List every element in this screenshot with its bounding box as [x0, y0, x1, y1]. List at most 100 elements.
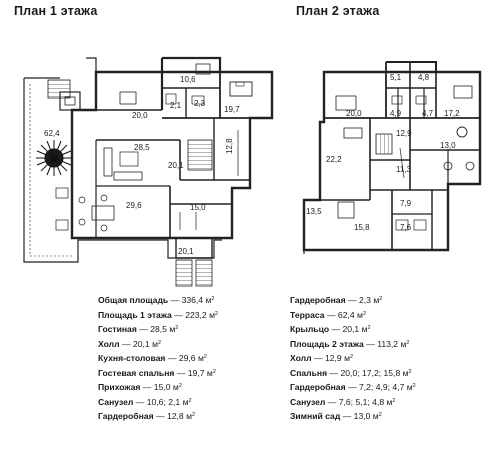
f1-room-label: 2,3 [194, 99, 206, 108]
spec-label: Общая площадь [98, 295, 169, 305]
spec-row: Зимний сад — 13,0 м2 [290, 411, 382, 421]
floor1-title: План 1 этажа [14, 4, 98, 18]
spec-value: 13,0 м [353, 411, 379, 421]
spec-value: 7,2; 4,9; 4,7 м [358, 382, 413, 392]
terrace-plant-icon [36, 140, 72, 176]
f2-room-label: 4,7 [422, 109, 434, 118]
spec-value: 336,4 м [181, 295, 212, 305]
spec-label: Зимний сад [290, 411, 341, 421]
spec-unit: 2 [362, 310, 367, 317]
floor1-room-labels: 10,6 2,1 2,3 20,0 19,7 62,4 28,5 20,1 12… [44, 75, 240, 256]
spec-value: 113,2 м [377, 338, 407, 349]
f2-room-label: 5,1 [390, 73, 402, 82]
spec-unit: 2 [175, 325, 179, 331]
floor1-specs: Общая площадь — 336,4 м2 Площадь 1 этажа… [98, 293, 258, 424]
f2-room-label: 22,2 [326, 155, 342, 164]
spec-row: Гардеробная — 7,2; 4,9; 4,7 м2 [290, 382, 416, 392]
spec-row: Холл — 20,1 м2 [98, 338, 162, 349]
floor1-plan [23, 56, 274, 287]
spec-row: Крыльцо — 20,1 м2 [290, 324, 371, 334]
spec-unit: 2 [412, 383, 416, 389]
f2-room-label: 11,3 [396, 165, 412, 174]
spec-value: 28,5 м [150, 324, 176, 334]
f1-room-label: 20,0 [132, 111, 148, 120]
spec-row: Гостиная — 28,5 м2 [98, 324, 179, 334]
floor2-plan [302, 61, 482, 254]
f2-room-label: 20,0 [346, 109, 362, 118]
spec-row: Гостевая спальня — 19,7 м2 [98, 367, 216, 378]
f2-room-label: 13,5 [306, 207, 322, 216]
f2-room-label: 15,8 [354, 223, 370, 232]
spec-label: Санузел [98, 396, 134, 407]
spec-unit: 2 [203, 354, 207, 360]
f2-room-label: 13,0 [440, 141, 456, 150]
spec-value: 223,2 м [185, 309, 215, 320]
spec-label: Гостиная [98, 324, 137, 334]
spec-unit: 2 [367, 325, 371, 331]
f1-room-label: 20,1 [178, 247, 194, 256]
f1-room-label: 12,8 [225, 138, 234, 154]
spec-label: Спальня [290, 367, 328, 378]
spec-row: Гардеробная — 2,3 м2 [290, 295, 383, 305]
spec-row: Санузел — 10,6; 2,1 м2 [98, 396, 192, 407]
spec-unit: 2 [215, 310, 219, 317]
spec-label: Площадь 2 этажа [290, 338, 364, 349]
spec-row: Терраса — 62,4 м2 [290, 309, 367, 320]
spec-value: 7,6; 5,1; 4,8 м [338, 396, 393, 407]
spec-label: Санузел [290, 396, 326, 407]
spec-row: Кухня-столовая — 29,6 м2 [98, 353, 207, 363]
spec-row: Площадь 2 этажа — 113,2 м2 [290, 338, 410, 349]
floor2-title: План 2 этажа [296, 4, 380, 18]
spec-unit: 2 [392, 397, 396, 404]
spec-row: Площадь 1 этажа — 223,2 м2 [98, 309, 219, 320]
spec-label: Прихожая [98, 382, 141, 392]
spec-label: Терраса [290, 309, 325, 320]
spec-value: 10,6; 2,1 м [146, 396, 189, 407]
spec-value: 19,7 м [187, 367, 213, 378]
spec-unit: 2 [192, 412, 196, 418]
spec-unit: 2 [349, 354, 354, 360]
spec-value: 20,0; 17,2; 15,8 м [340, 367, 409, 378]
f2-room-label: 4,8 [418, 73, 430, 82]
spec-unit: 2 [178, 383, 182, 389]
spec-label: Гардеробная [290, 295, 346, 305]
spec-label: Холл [290, 353, 312, 363]
f2-room-label: 4,9 [390, 109, 402, 118]
f1-room-label: 15,0 [190, 203, 206, 212]
spec-row: Общая площадь — 336,4 м2 [98, 295, 215, 305]
spec-value: 20,1 м [342, 324, 368, 334]
spec-value: 15,0 м [153, 382, 179, 392]
spec-unit: 2 [211, 296, 215, 302]
spec-row: Гардеробная — 12,8 м2 [98, 411, 196, 421]
f2-room-label: 17,2 [444, 109, 460, 118]
spec-unit: 2 [212, 368, 216, 375]
spec-label: Площадь 1 этажа [98, 309, 172, 320]
spec-row: Санузел — 7,6; 5,1; 4,8 м2 [290, 396, 396, 407]
f2-room-label: 7,6 [400, 223, 412, 232]
spec-row: Спальня — 20,0; 17,2; 15,8 м2 [290, 367, 412, 378]
f2-room-label: 7,9 [400, 199, 412, 208]
spec-unit: 2 [157, 339, 162, 346]
floor2-specs: Гардеробная — 2,3 м2 Терраса — 62,4 м2 К… [290, 293, 490, 424]
spec-unit: 2 [379, 296, 383, 302]
spec-unit: 2 [406, 339, 410, 346]
spec-value: 29,6 м [178, 353, 204, 363]
f1-room-label: 2,1 [170, 101, 182, 110]
f2-room-label: 12,9 [396, 129, 412, 138]
spec-row: Прихожая — 15,0 м2 [98, 382, 182, 392]
f1-room-label: 10,6 [180, 75, 196, 84]
f1-room-label: 29,6 [126, 201, 142, 210]
f1-room-label: 28,5 [134, 143, 150, 152]
f1-room-label: 20,1 [168, 161, 184, 170]
spec-unit: 2 [188, 397, 192, 404]
spec-label: Холл [98, 338, 120, 349]
spec-unit: 2 [378, 412, 382, 418]
spec-value: 12,9 м [324, 353, 350, 363]
spec-label: Гардеробная [290, 382, 346, 392]
spec-unit: 2 [408, 368, 412, 375]
spec-value: 12,8 м [166, 411, 193, 421]
spec-value: 62,4 м [337, 309, 363, 320]
f1-room-label: 19,7 [224, 105, 240, 114]
spec-row: Холл — 12,9 м2 [290, 353, 354, 363]
